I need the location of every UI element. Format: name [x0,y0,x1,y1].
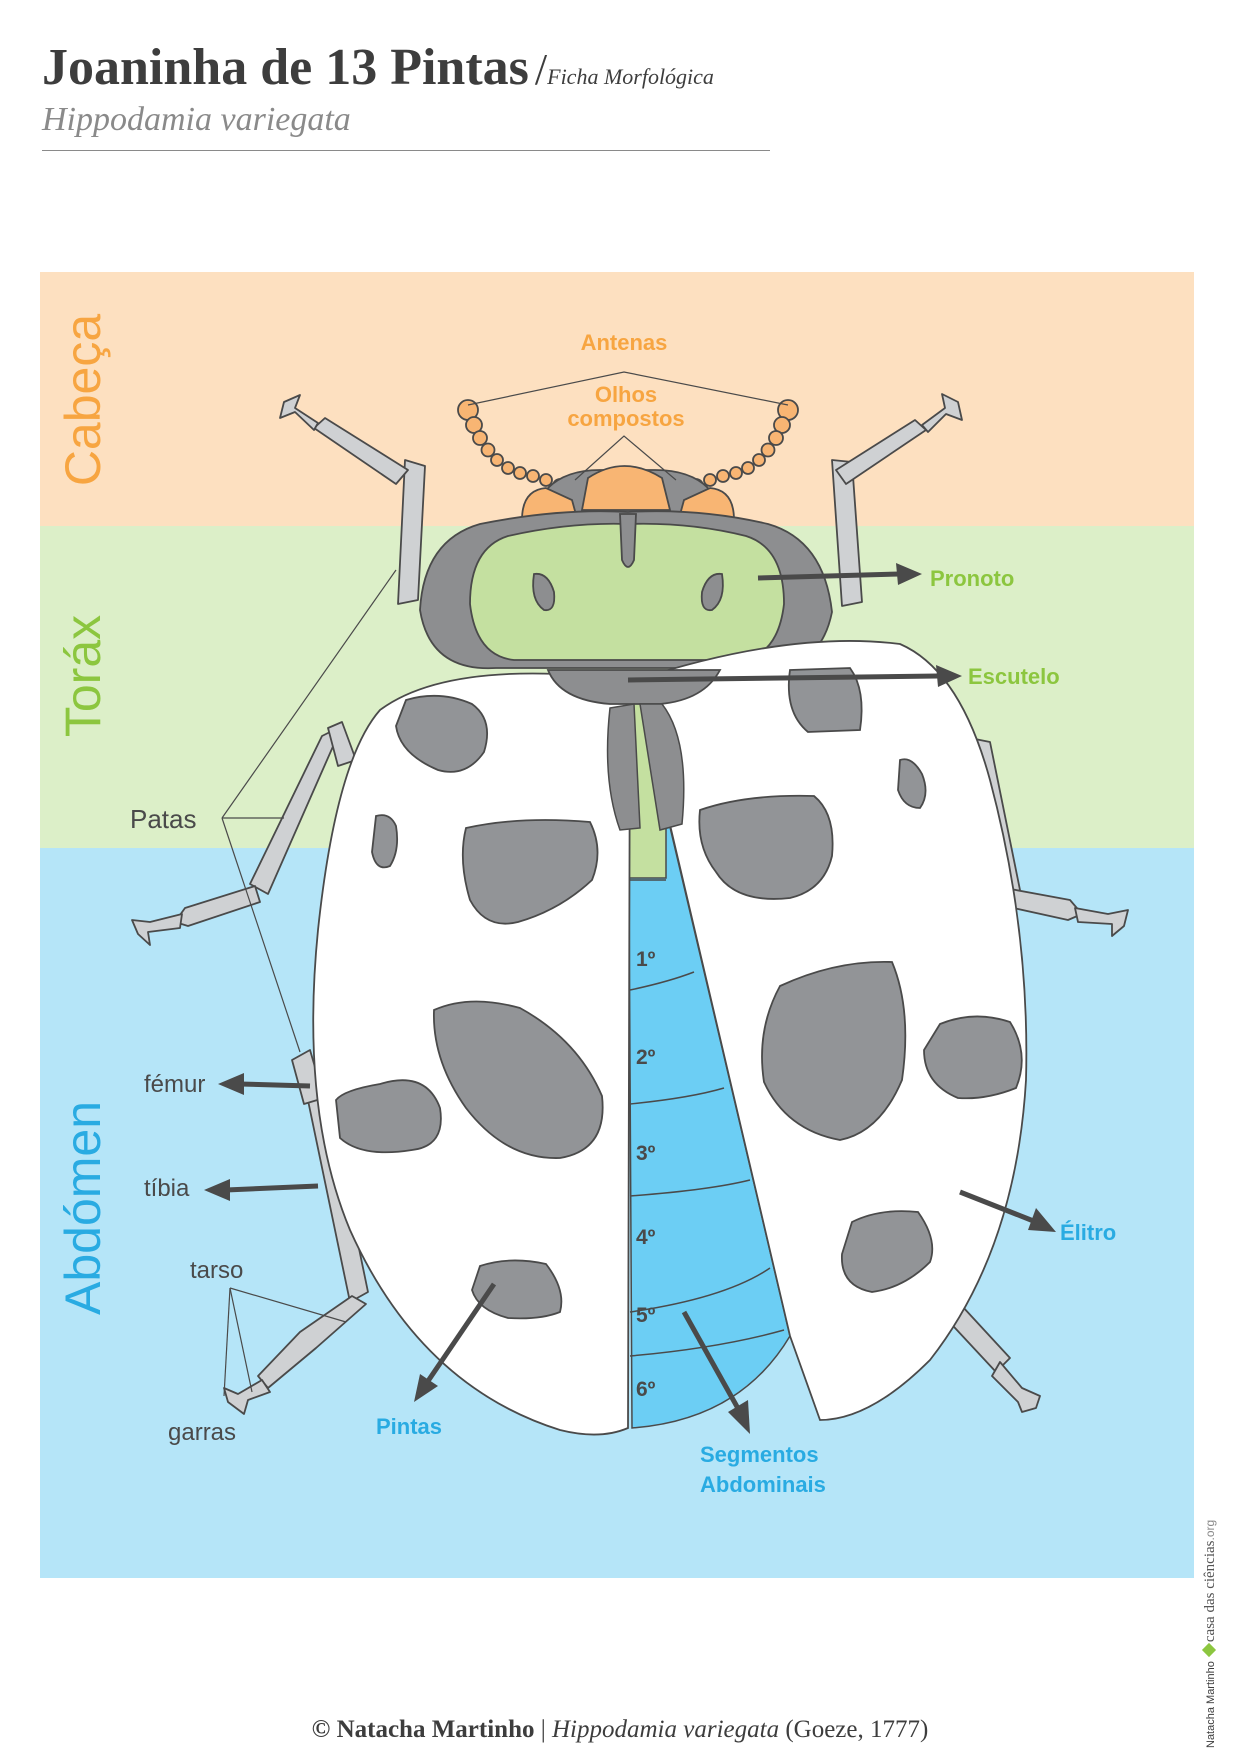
header: Joaninha de 13 Pintas/Ficha Morfológica … [42,38,772,139]
eyes-label-line1: Olhos [595,382,657,407]
footer-separator: | [540,1716,546,1743]
species-name: Hippodamia variegata [42,101,351,138]
eyes-label-line2: compostos [567,406,684,431]
segment-dividers [629,879,785,1357]
spot-9 [698,794,834,900]
leader-lines [221,371,789,1397]
segments-arrow-head [728,1400,750,1434]
head [457,399,799,523]
abdominal-segments [627,699,791,1429]
spot-5 [335,1079,442,1154]
femur-arrow-head [218,1073,244,1095]
credit-tld: .org [1203,1519,1217,1541]
footer: © Natacha Martinho | Hippodamia variegat… [0,1716,1240,1744]
footer-species: Hippodamia variegata [552,1716,780,1743]
side-credit: Natacha Martinho casa das ciências.org [1201,1519,1219,1748]
spot-8 [897,758,927,809]
tarsus-label: tarso [190,1257,243,1284]
spots-arrow-head [414,1374,438,1402]
claws-label: garras [168,1419,236,1446]
scutellum-arrow-head [936,665,962,687]
footer-author: (Goeze, 1777) [785,1716,929,1743]
head-plate [580,465,672,511]
legs-label: Patas [130,804,197,834]
segment-label-2: 2º [636,1046,656,1069]
credit-author: Natacha Martinho [1205,1661,1217,1748]
segments-label-line1: Segmentos [700,1442,819,1467]
front-left-leg [397,459,426,605]
elytron-arrow-head [1028,1208,1056,1232]
tibia-label: tíbia [144,1175,190,1202]
elytra-suture-left [606,703,641,831]
spots [335,667,1023,1320]
spot-12 [841,1210,934,1293]
spot-6 [471,1259,563,1320]
tibia-arrow-head [204,1179,230,1201]
spot-2 [371,814,399,869]
spots-label: Pintas [376,1414,442,1439]
spot-3 [461,819,599,925]
thorax-band-label: Toráx [55,615,111,737]
spot-11 [923,1015,1023,1100]
femur-label: fémur [144,1071,205,1098]
head-band-label: Cabeça [55,314,111,487]
antennae-label: Antenas [581,330,668,355]
abdomen-band-label: Abdómen [55,1101,111,1315]
elytra-suture-right [639,703,685,831]
elytron-label: Élitro [1060,1220,1116,1245]
footer-copyright: © Natacha Martinho [311,1716,535,1743]
pronotum-label: Pronoto [930,566,1014,591]
header-divider [42,150,770,151]
segments-label-line2: Abdominais [700,1472,826,1497]
spot-1 [395,694,488,773]
arrows [204,563,1056,1434]
pronotum-arrow-head [896,563,922,585]
title-separator: / [534,45,548,94]
credit-site: casa das ciências [1202,1540,1218,1643]
spot-4 [433,1000,604,1159]
segment-label-5: 5º [636,1304,656,1327]
page-subtitle: Ficha Morfológica [547,64,714,89]
page-title: Joaninha de 13 Pintas [42,39,529,96]
pronotum [419,510,833,670]
credit-logo-icon [1201,1643,1217,1658]
segment-labels: 1º 2º 3º 4º 5º 6º [636,948,656,1401]
segment-label-1: 1º [636,948,656,971]
segment-label-4: 4º [636,1226,656,1249]
front-right-leg [831,459,863,607]
spot-10 [761,960,907,1141]
segment-label-3: 3º [636,1142,656,1165]
segment-label-6: 6º [636,1378,656,1401]
scutellum-label: Escutelo [968,664,1060,689]
